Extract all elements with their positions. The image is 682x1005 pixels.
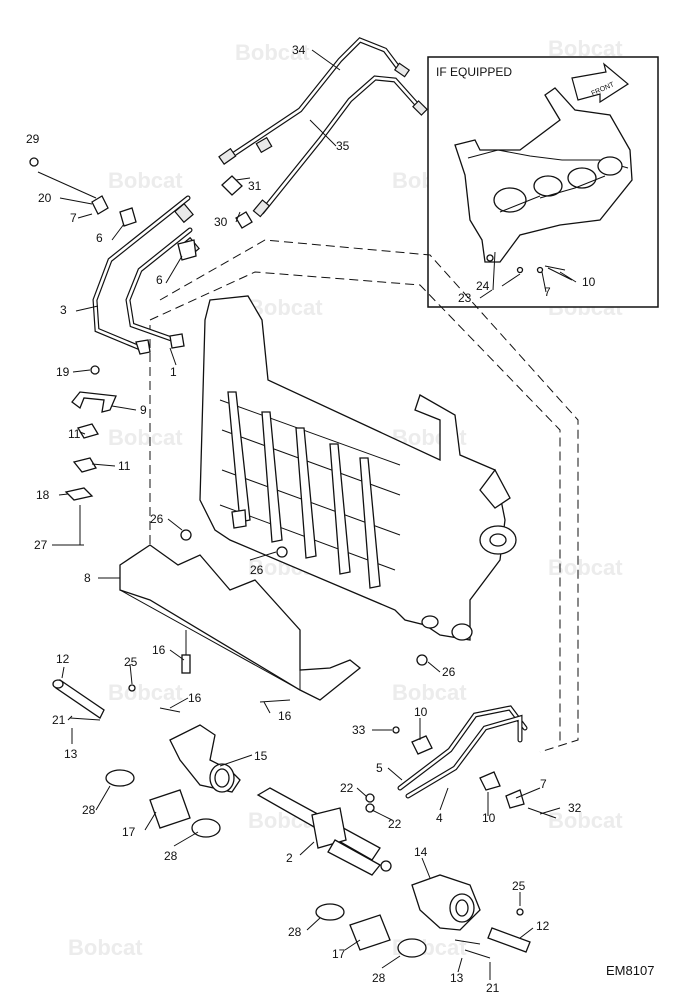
callout-34: 34 [292,43,306,57]
callout-26: 26 [150,512,164,526]
callout-30: 30 [214,215,228,229]
hydraulic-tubes [92,195,200,355]
bracket-9-icon [71,391,117,413]
callout-4: 4 [436,811,443,825]
callout-7: 7 [540,777,547,791]
callout-26: 26 [442,665,456,679]
callout-6: 6 [156,273,163,287]
callout-19: 19 [56,365,70,379]
callout-28: 28 [164,849,178,863]
callout-21: 21 [486,981,500,995]
callout-20: 20 [38,191,52,205]
callout-5: 5 [376,761,383,775]
callout-7: 7 [70,211,77,225]
callout-28: 28 [372,971,386,985]
watermark: Bobcat [108,425,183,450]
callout-6: 6 [96,231,103,245]
callout-17: 17 [332,947,346,961]
callout-11: 11 [68,427,81,441]
callout-31: 31 [248,179,262,193]
wire-harness [392,705,557,819]
callout-28: 28 [288,925,302,939]
callout-11: 11 [118,459,131,473]
callout-16: 16 [278,709,292,723]
callout-27: 27 [34,538,48,552]
fitting-30-icon [221,175,243,196]
callout-25: 25 [512,879,526,893]
callout-14: 14 [414,845,428,859]
installation-outline [149,239,579,753]
callout-21: 21 [52,713,66,727]
hydraulic-cylinder [256,787,392,876]
drawing-code: EM8107 [606,963,654,978]
watermark: Bobcat [248,295,323,320]
clamp-6b-icon [177,239,197,261]
plate-7-icon [91,195,109,215]
callout-13: 13 [64,747,78,761]
inset-title: IF EQUIPPED [436,65,512,79]
inset-mount-plate-icon [454,87,633,291]
callout-10: 10 [582,275,596,289]
callout-35: 35 [336,139,350,153]
callout-18: 18 [36,488,50,502]
watermark: Bobcat [548,555,623,580]
callout-22: 22 [340,781,354,795]
callout-15: 15 [254,749,268,763]
watermark: Bobcat [108,168,183,193]
watermark: Bobcat [235,40,310,65]
callout-16: 16 [188,691,202,705]
watermark: Bobcat [108,680,183,705]
callout-24: 24 [476,279,490,293]
callout-12: 12 [536,919,550,933]
front-arrow-icon: FRONT [571,62,630,104]
callout-26: 26 [250,563,264,577]
callout-33: 33 [352,723,366,737]
inset-panel: IF EQUIPPED FRONT [427,56,659,308]
callout-13: 13 [450,971,464,985]
fitting-31-icon [255,136,273,154]
callout-labels: 3435292031307663119911111827262681616162… [26,43,596,995]
callout-29: 29 [26,132,40,146]
mount-assembly-right [315,874,531,959]
mount-assembly-left [105,724,241,838]
nut-29-icon [29,157,39,167]
callout-7: 7 [544,285,551,299]
callout-32: 32 [568,801,582,815]
callout-28: 28 [82,803,96,817]
watermark: Bobcat [392,680,467,705]
callout-9: 9 [140,403,147,417]
clamp-6-icon [119,207,137,227]
guard-plate [119,544,362,701]
callout-10: 10 [482,811,496,825]
nut-26-icon [180,529,192,541]
clamp-hardware [29,157,197,261]
callout-8: 8 [84,571,91,585]
callout-3: 3 [60,303,67,317]
callout-17: 17 [122,825,136,839]
sleeve-17-icon [149,789,191,829]
callout-12: 12 [56,652,70,666]
watermark: Bobcat [548,808,623,833]
callout-22: 22 [388,817,402,831]
callout-25: 25 [124,655,138,669]
pivot-pin-left [52,679,291,721]
watermark: Bobcat [68,935,143,960]
leader-lines [52,49,577,980]
callout-2: 2 [286,851,293,865]
callout-23: 23 [458,291,472,305]
callout-1: 1 [170,365,177,379]
mounting-frame [180,295,517,666]
clamp-28-icon [105,769,135,787]
callout-16: 16 [152,643,166,657]
callout-10: 10 [414,705,428,719]
hydraulic-hoses [218,37,428,229]
bracket-stack [64,365,117,546]
